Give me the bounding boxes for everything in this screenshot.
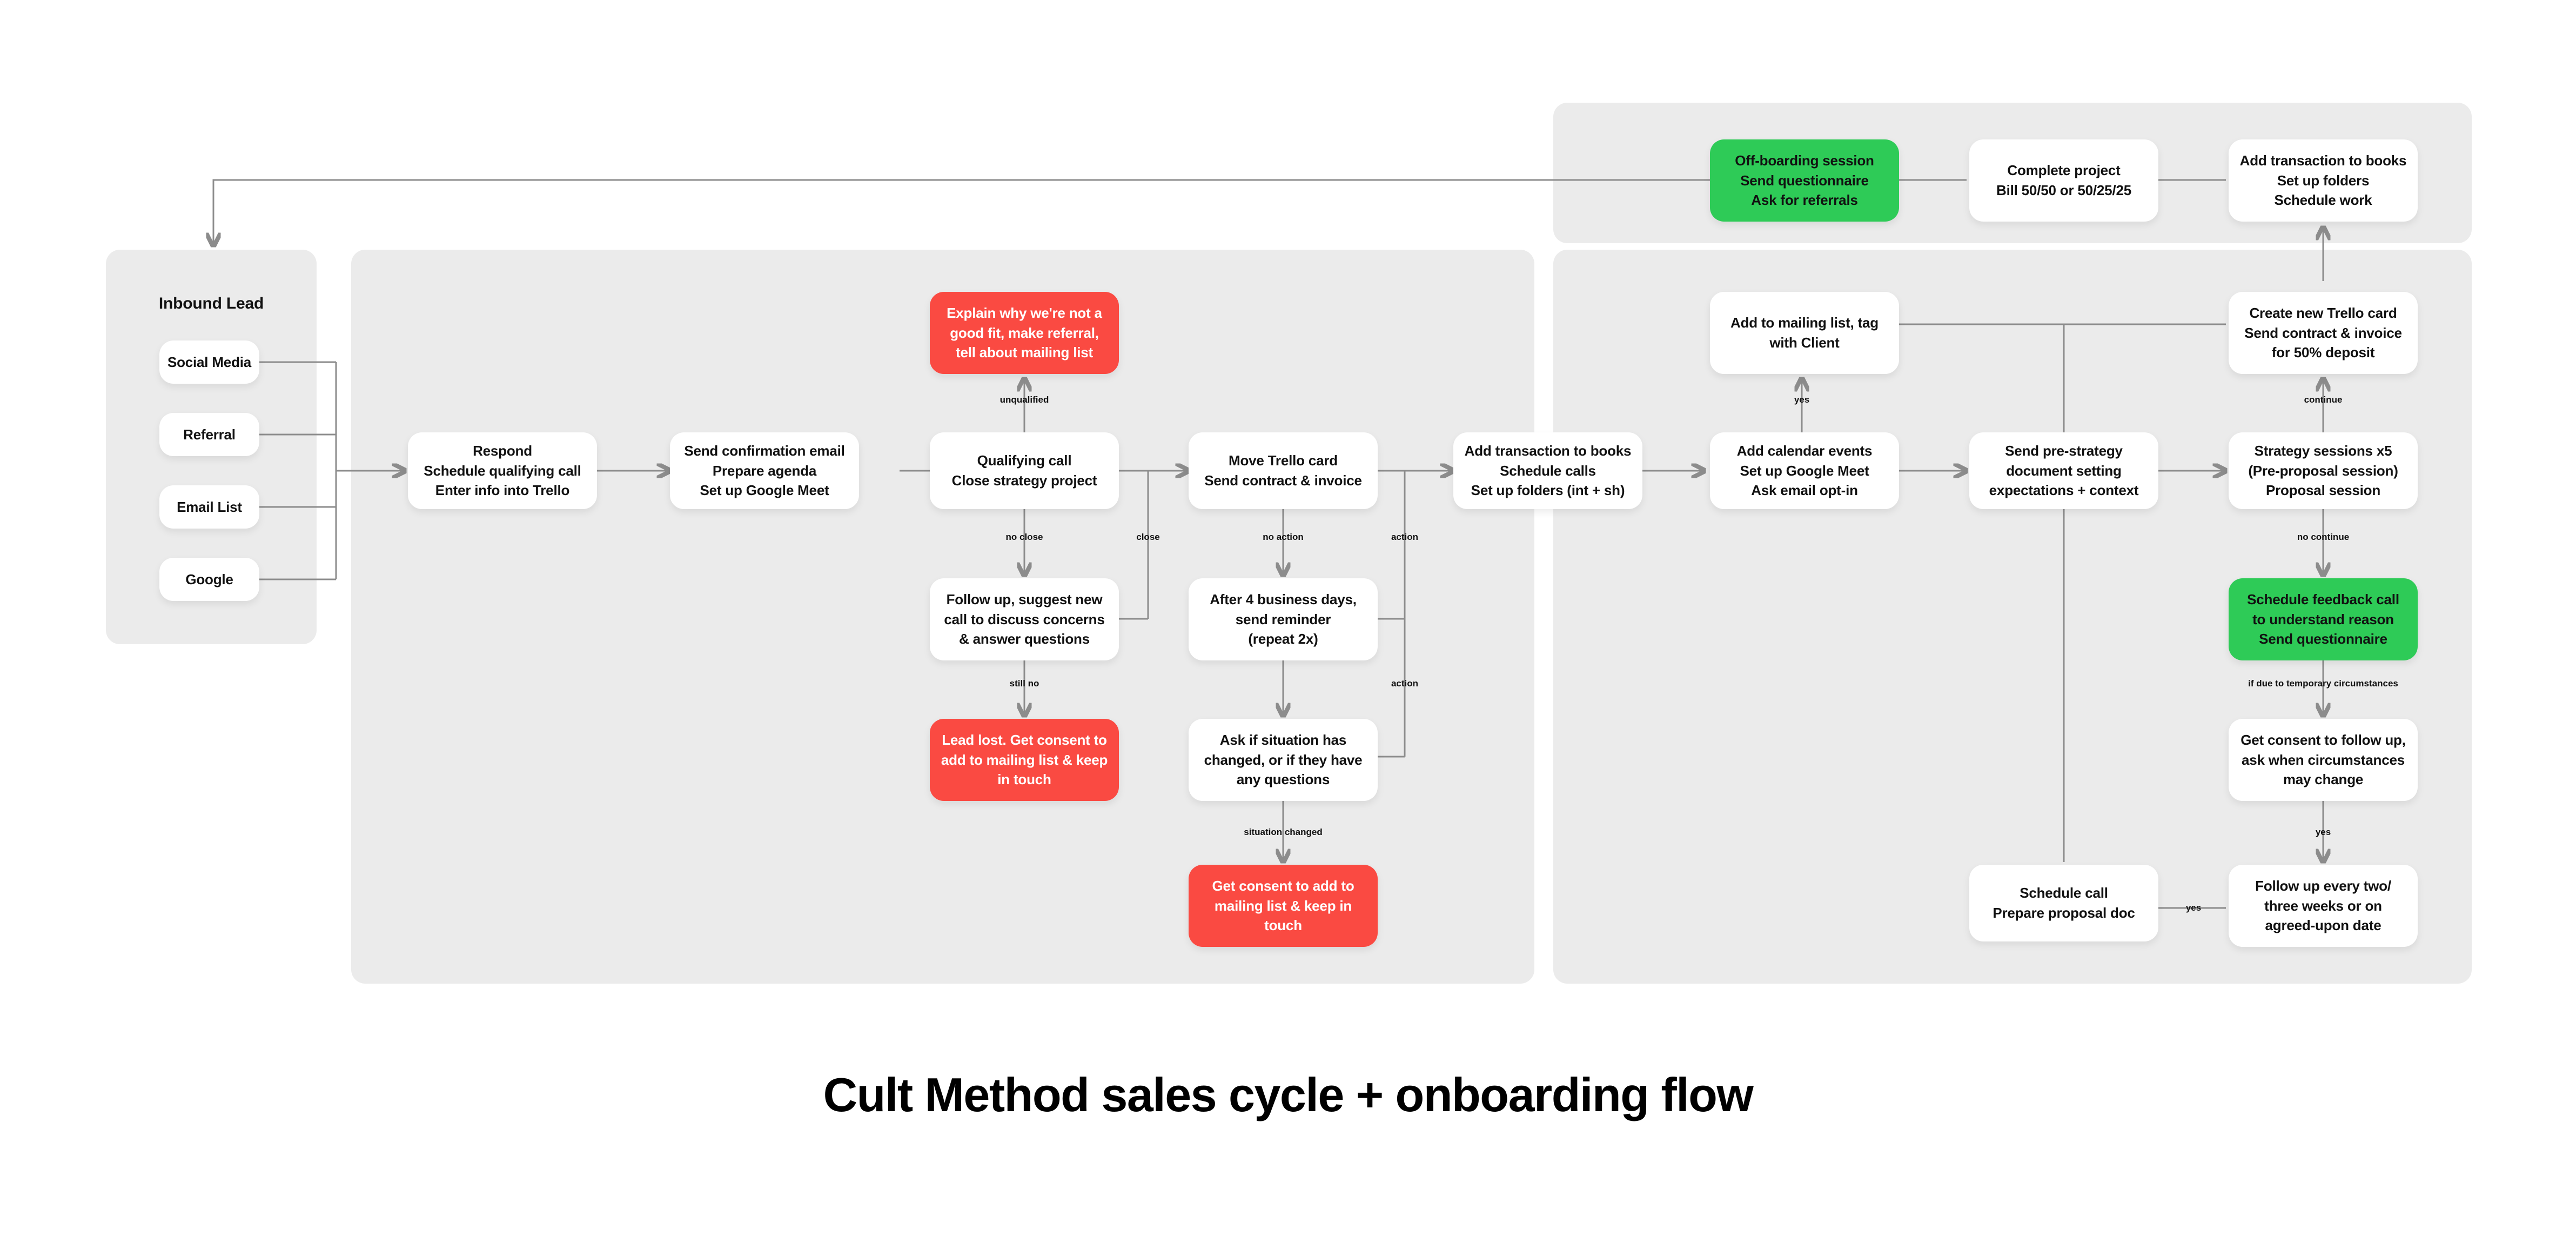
edge-label-action-2: action xyxy=(1391,678,1419,689)
edge-label-if-temporary-circumstances: if due to temporary circumstances xyxy=(2248,678,2398,689)
node-label: Strategy sessions x5(Pre-proposal sessio… xyxy=(2248,442,2398,499)
node-label: Referral xyxy=(183,426,236,443)
node-strategy-sessions[interactable]: Strategy sessions x5(Pre-proposal sessio… xyxy=(2229,432,2418,509)
edge-label-close: close xyxy=(1136,532,1160,542)
node-label: Email List xyxy=(177,498,242,515)
edge-label-yes-schedule: yes xyxy=(2185,903,2202,913)
node-social-media[interactable]: Social Media xyxy=(159,340,259,384)
node-label: After 4 business days,send reminder(repe… xyxy=(1210,591,1357,647)
edge-label-no-action: no action xyxy=(1263,532,1304,542)
node-email-list[interactable]: Email List xyxy=(159,485,259,529)
edge-label-yes-followup: yes xyxy=(2315,827,2331,837)
node-label: Get consent to follow up,ask when circum… xyxy=(2240,731,2406,788)
edge-label-no-continue: no continue xyxy=(2297,532,2350,542)
node-get-consent-to-follow-up[interactable]: Get consent to follow up,ask when circum… xyxy=(2229,719,2418,801)
node-label: Google xyxy=(185,571,233,587)
node-referral[interactable]: Referral xyxy=(159,413,259,456)
inbound-lead-title: Inbound Lead xyxy=(158,295,264,312)
edge-label-continue: continue xyxy=(2304,395,2343,405)
edge-label-action-1: action xyxy=(1391,532,1419,542)
node-label: Social Media xyxy=(167,353,252,370)
edge-label-no-close: no close xyxy=(1005,532,1043,542)
node-google[interactable]: Google xyxy=(159,558,259,601)
edge-label-still-no: still no xyxy=(1009,678,1039,689)
node-after-4-business-days[interactable]: After 4 business days,send reminder(repe… xyxy=(1189,578,1378,660)
edge-label-yes-mailing: yes xyxy=(1794,395,1810,405)
edge-label-situation-changed: situation changed xyxy=(1244,827,1323,837)
page-title: Cult Method sales cycle + onboarding flo… xyxy=(823,1068,1754,1121)
edge-label-unqualified: unqualified xyxy=(999,395,1049,405)
